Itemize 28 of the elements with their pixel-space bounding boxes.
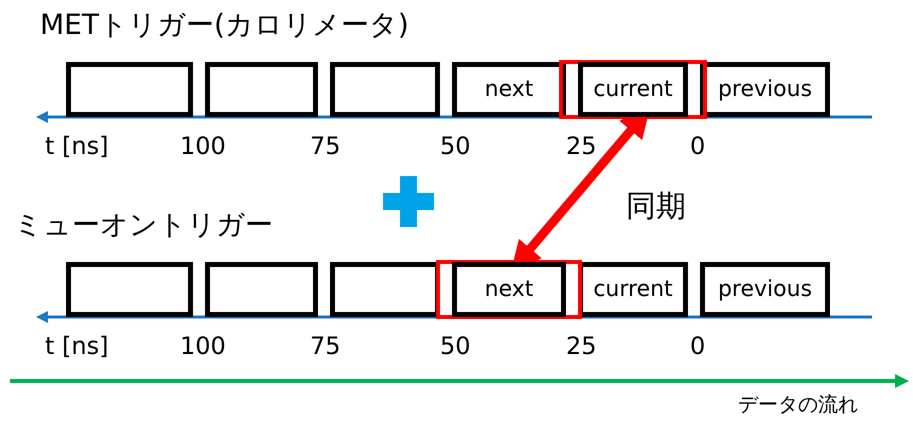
flow-label: データの流れ bbox=[738, 391, 858, 418]
axis-label: t [ns] bbox=[45, 132, 108, 160]
highlight-frame bbox=[436, 260, 582, 319]
time-slot bbox=[205, 262, 318, 317]
highlight-frame bbox=[559, 60, 707, 119]
time-slot: previous bbox=[700, 262, 830, 317]
tick-label: 0 bbox=[690, 332, 706, 360]
time-slot bbox=[66, 262, 193, 317]
tick-label: 75 bbox=[310, 132, 341, 160]
tick-label: 100 bbox=[180, 132, 226, 160]
tick-label: 25 bbox=[566, 132, 597, 160]
edge-label: 同期 bbox=[626, 188, 686, 226]
axis-label: t [ns] bbox=[45, 332, 108, 360]
tick-label: 25 bbox=[566, 332, 597, 360]
time-slot bbox=[66, 62, 193, 117]
time-slot bbox=[205, 62, 318, 117]
trigger-heading: METトリガー(カロリメータ) bbox=[40, 7, 409, 43]
time-slot: previous bbox=[700, 62, 830, 117]
tick-label: 0 bbox=[690, 132, 706, 160]
tick-label: 75 bbox=[310, 332, 341, 360]
tick-label: 100 bbox=[180, 332, 226, 360]
trigger-heading: ミューオントリガー bbox=[14, 207, 273, 243]
tick-label: 50 bbox=[440, 132, 471, 160]
time-slot: next bbox=[452, 62, 566, 117]
tick-label: 50 bbox=[440, 332, 471, 360]
time-slot: current bbox=[578, 62, 688, 117]
time-slot: next bbox=[452, 262, 566, 317]
time-slot bbox=[330, 62, 440, 117]
